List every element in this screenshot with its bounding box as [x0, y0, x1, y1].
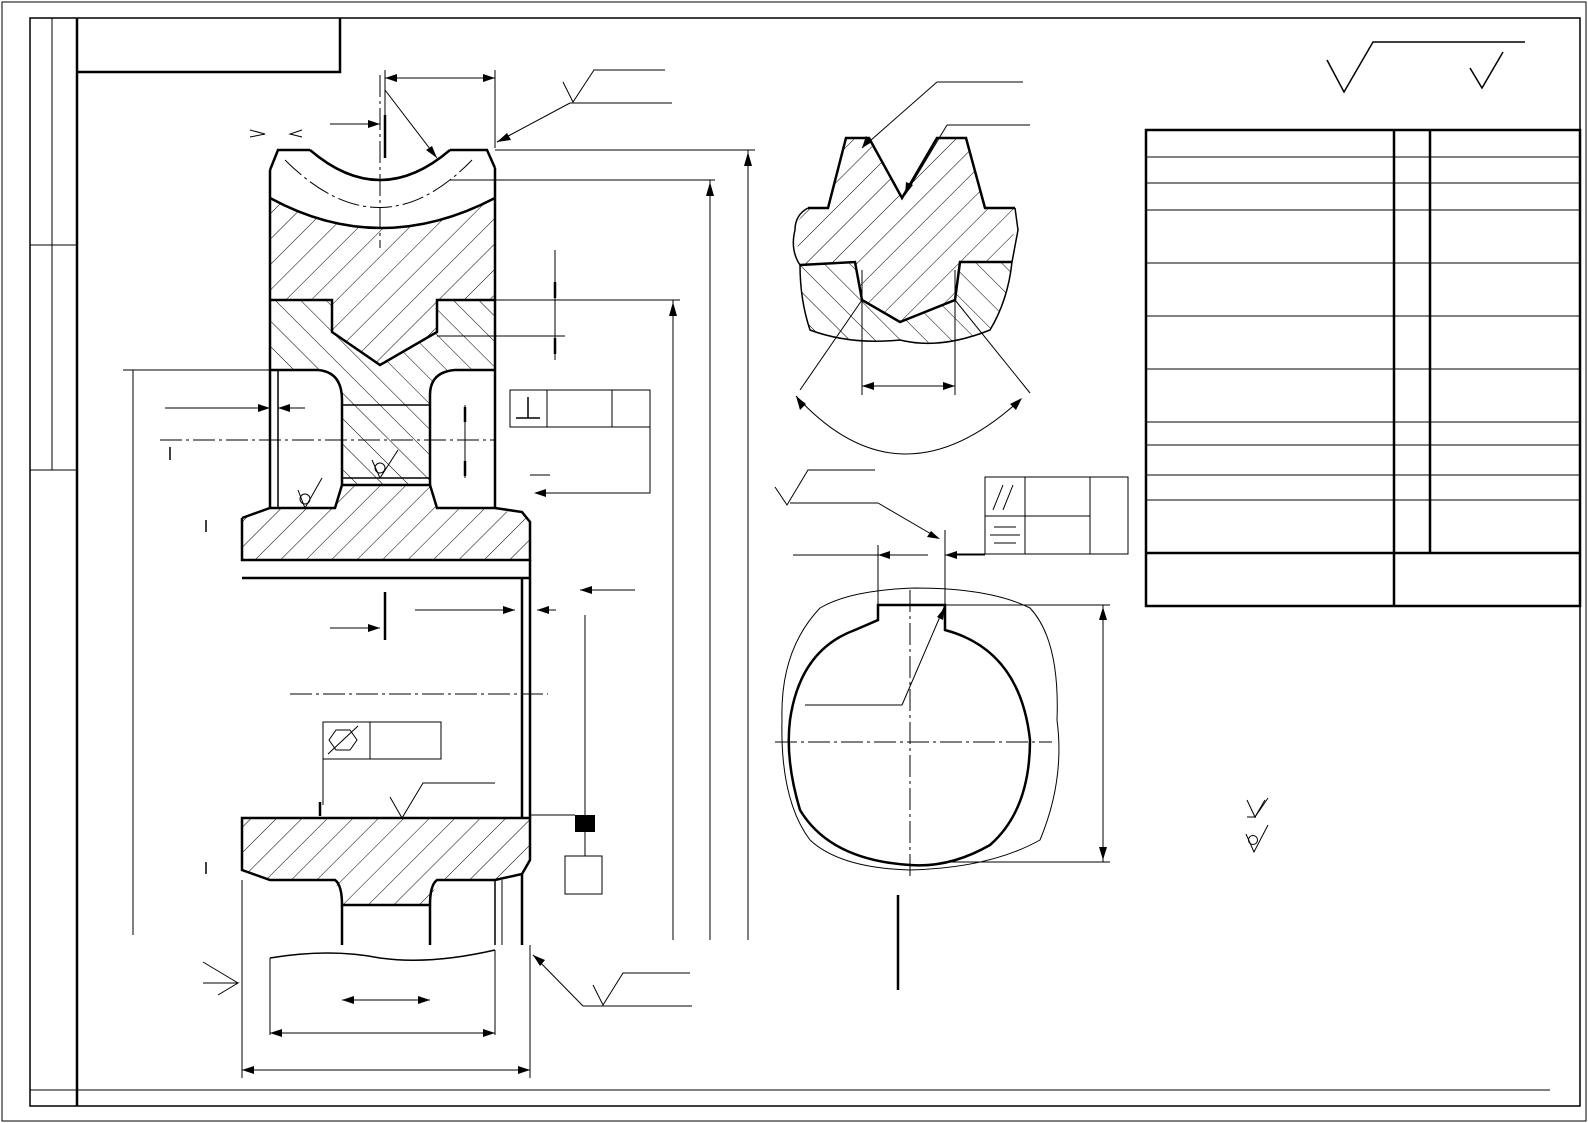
code-box	[77, 18, 342, 74]
section-markers	[249, 115, 387, 640]
tolerance-frame-perpendicularity	[509, 389, 651, 497]
main-roughness-marks	[297, 69, 692, 1007]
datum-box	[530, 615, 603, 895]
wheel-section	[160, 75, 548, 1035]
tooth-detail	[792, 81, 1031, 455]
keyway-view	[774, 469, 1110, 990]
tolerance-frame-parallel-symmetry	[952, 476, 1129, 555]
tolerance-frame-cylindricity	[318, 721, 442, 816]
binding-strip	[29, 18, 77, 471]
roughness-legend	[1245, 797, 1269, 854]
title-block	[1144, 128, 1582, 608]
general-roughness-mark	[1326, 41, 1525, 94]
main-dimensions	[123, 70, 755, 1078]
